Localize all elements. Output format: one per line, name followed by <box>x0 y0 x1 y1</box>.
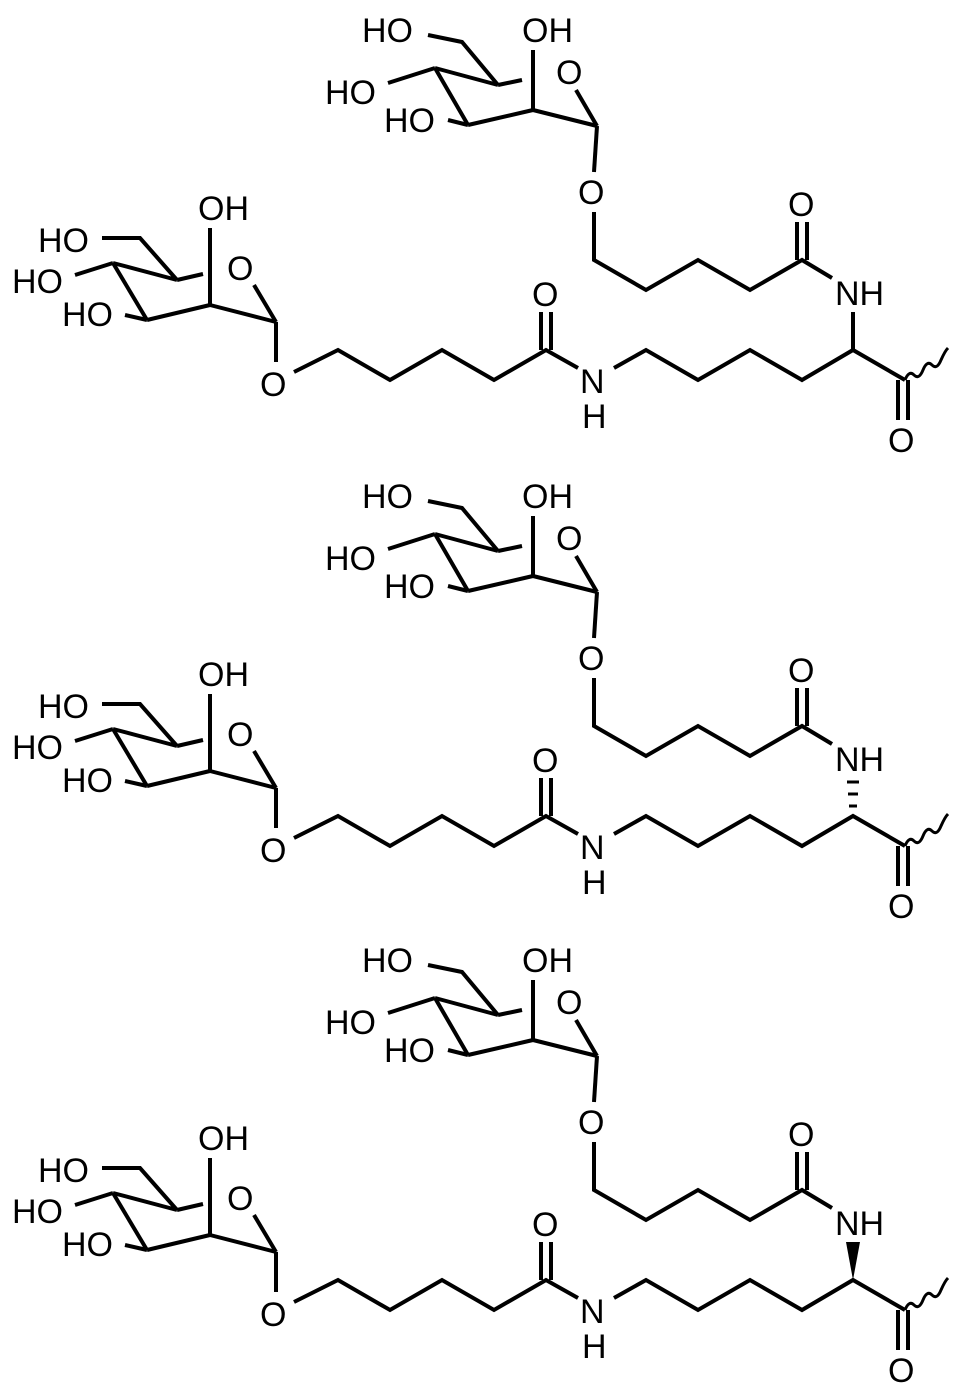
label-n-epsilon: N <box>580 1293 605 1331</box>
wavy-attachment-bond <box>903 1276 950 1311</box>
label-ho-ch2: HO <box>362 942 413 980</box>
lower-linker-chain: O N H <box>293 276 607 436</box>
lysine-backbone: O <box>613 1242 950 1390</box>
molecule-structure: HO OH O HO HO O O NH <box>12 942 950 1390</box>
label-ho-ch2: HO <box>362 12 413 50</box>
alpha-carbon-stereo-bond <box>847 780 859 808</box>
top-linker-chain: O NH <box>592 1116 884 1243</box>
label-carbonyl-o-lys: O <box>888 1352 914 1390</box>
label-n-epsilon: N <box>580 363 605 401</box>
label-ring-o-left: O <box>227 1180 253 1218</box>
molecule-structure: HO OH O HO HO O O NH <box>12 12 950 460</box>
label-ring-o: O <box>556 520 582 558</box>
label-anomeric-o-left: O <box>260 366 286 404</box>
label-ho-c3-left: HO <box>62 762 113 800</box>
label-oh-c2: OH <box>522 942 573 980</box>
label-ring-o: O <box>556 54 582 92</box>
label-ho-ch2-left: HO <box>38 688 89 726</box>
label-nh-alpha: NH <box>835 1205 884 1243</box>
lower-linker-chain: O N H <box>293 1206 607 1366</box>
label-carbonyl-o-lower: O <box>532 276 558 314</box>
label-ho-c3: HO <box>384 568 435 606</box>
label-carbonyl-o-lys: O <box>888 422 914 460</box>
label-ho-c4-left: HO <box>12 1193 63 1231</box>
label-h-epsilon: H <box>582 1328 607 1366</box>
top-linker-chain: O NH <box>592 186 884 313</box>
label-carbonyl-o-top: O <box>788 186 814 224</box>
left-mannose-ring: HO OH O HO HO O <box>12 656 286 870</box>
lysine-backbone: O <box>613 312 950 460</box>
label-h-epsilon: H <box>582 864 607 902</box>
label-nh-alpha: NH <box>835 741 884 779</box>
label-oh-c2-left: OH <box>198 190 249 228</box>
label-ho-ch2-left: HO <box>38 222 89 260</box>
left-mannose-ring: HO OH O HO HO O <box>12 190 286 404</box>
lower-linker-chain: O N H <box>293 742 607 902</box>
label-ho-c3-left: HO <box>62 1226 113 1264</box>
left-mannose-ring: HO OH O HO HO O <box>12 1120 286 1334</box>
label-n-epsilon: N <box>580 829 605 867</box>
label-ring-o-left: O <box>227 716 253 754</box>
label-ho-c4-left: HO <box>12 263 63 301</box>
label-ho-c3: HO <box>384 102 435 140</box>
label-anomeric-o-left: O <box>260 832 286 870</box>
label-oh-c2-left: OH <box>198 656 249 694</box>
label-nh-alpha: NH <box>835 275 884 313</box>
top-mannose-ring: HO OH O HO HO O <box>325 942 604 1142</box>
wavy-attachment-bond <box>903 346 950 381</box>
label-anomeric-o-top: O <box>578 640 604 678</box>
label-ho-ch2-left: HO <box>38 1152 89 1190</box>
label-anomeric-o-top: O <box>578 1104 604 1142</box>
label-ring-o: O <box>556 984 582 1022</box>
lysine-backbone: O <box>613 780 950 926</box>
label-ho-c4: HO <box>325 540 376 578</box>
label-ho-c3-left: HO <box>62 296 113 334</box>
wavy-attachment-bond <box>903 812 950 847</box>
label-anomeric-o-left: O <box>260 1296 286 1334</box>
label-oh-c2-left: OH <box>198 1120 249 1158</box>
label-ho-ch2: HO <box>362 478 413 516</box>
label-h-epsilon: H <box>582 398 607 436</box>
alpha-carbon-stereo-bond <box>846 1242 860 1280</box>
label-oh-c2: OH <box>522 478 573 516</box>
label-oh-c2: OH <box>522 12 573 50</box>
label-ho-c4: HO <box>325 74 376 112</box>
label-ho-c4-left: HO <box>12 729 63 767</box>
molecule-structure: HO OH O HO HO O O NH <box>12 478 950 926</box>
label-ring-o-left: O <box>227 250 253 288</box>
top-linker-chain: O NH <box>592 652 884 779</box>
label-carbonyl-o-lower: O <box>532 1206 558 1244</box>
label-anomeric-o-top: O <box>578 174 604 212</box>
label-ho-c3: HO <box>384 1032 435 1070</box>
label-carbonyl-o-top: O <box>788 1116 814 1154</box>
label-ho-c4: HO <box>325 1004 376 1042</box>
top-mannose-ring: HO OH O HO HO O <box>325 478 604 678</box>
label-carbonyl-o-top: O <box>788 652 814 690</box>
label-carbonyl-o-lower: O <box>532 742 558 780</box>
label-carbonyl-o-lys: O <box>888 888 914 926</box>
top-mannose-ring: HO OH O HO HO O <box>325 12 604 212</box>
